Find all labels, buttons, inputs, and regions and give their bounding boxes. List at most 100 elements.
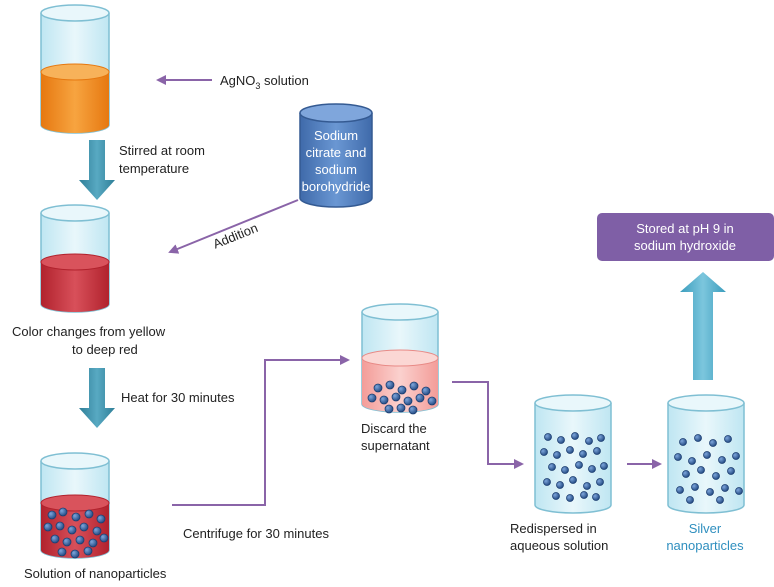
nanoparticle-dots [43, 507, 109, 559]
nanoparticle-dot [716, 496, 724, 504]
nanoparticle-dot [579, 450, 587, 458]
nanoparticle-dot [703, 451, 711, 459]
nanoparticle-dot [694, 434, 702, 442]
nanoparticle-dot [67, 525, 77, 535]
nanoparticle-dot [597, 434, 605, 442]
centrifuge-label: Centrifuge for 30 minutes [183, 526, 329, 541]
agno3-label: AgNO3 solution [220, 73, 309, 91]
nanoparticle-dot [674, 453, 682, 461]
nanoparticle-dot [686, 496, 694, 504]
storage-up-arrow [680, 272, 726, 380]
nanoparticle-dot [732, 452, 740, 460]
nanoparticle-dot [593, 447, 601, 455]
nanoparticle-dot [552, 492, 560, 500]
color-change-label-line2: to deep red [72, 342, 138, 357]
nanoparticle-dot [96, 514, 106, 524]
nanoparticle-dot [83, 546, 93, 556]
nanoparticle-dot [709, 439, 717, 447]
discard-label-line2: supernatant [361, 438, 430, 453]
nanoparticle-dot [557, 436, 565, 444]
redispersed-label-line2: aqueous solution [510, 538, 608, 553]
nanoparticle-dot [682, 470, 690, 478]
nanoparticle-dot [688, 457, 696, 465]
redisperse-arrow [452, 381, 524, 469]
nanoparticle-dot [385, 380, 395, 390]
nanoparticle-dot [397, 385, 407, 395]
nanoparticle-dot [724, 435, 732, 443]
nanoparticle-dot [84, 509, 94, 519]
settled-particle-dots [367, 380, 437, 415]
nanoparticle-dot [57, 547, 67, 557]
nanoparticle-dot [561, 466, 569, 474]
nanoparticle-dot [75, 535, 85, 545]
storage-box [597, 213, 774, 261]
nanoparticle-dot [575, 461, 583, 469]
reagent-label-line4: borohydride [302, 179, 371, 194]
nanoparticle-dot [600, 462, 608, 470]
beaker-orange [40, 4, 110, 134]
nanoparticle-dot [583, 482, 591, 490]
nanoparticle-dot [588, 465, 596, 473]
nanoparticle-dot [62, 537, 72, 547]
solution-nanoparticles-label: Solution of nanoparticles [24, 566, 167, 581]
nanoparticle-dot [585, 437, 593, 445]
nanoparticle-dot [58, 507, 68, 517]
nanoparticle-dot [718, 456, 726, 464]
teal-arrow-2 [79, 368, 115, 428]
nanoparticle-dot [566, 446, 574, 454]
beaker-nanoparticles [40, 452, 110, 559]
nanoparticle-dot [553, 451, 561, 459]
teal-arrow-1 [79, 140, 115, 200]
silver-label-line1: Silver [689, 521, 722, 536]
nanoparticle-dot [540, 448, 548, 456]
nanoparticle-dot [391, 392, 401, 402]
stirred-label-line1: Stirred at room [119, 143, 205, 158]
nanoparticle-dot [367, 393, 377, 403]
stirred-label-line2: temperature [119, 161, 189, 176]
beaker-discard [361, 303, 439, 415]
silver-label-line2: nanoparticles [666, 538, 744, 553]
nanoparticle-dot [544, 433, 552, 441]
nanoparticle-dot [691, 483, 699, 491]
nanoparticle-dot [679, 438, 687, 446]
nanoparticle-dot [566, 494, 574, 502]
discard-label-line1: Discard the [361, 421, 427, 436]
nanoparticle-dot [47, 510, 57, 520]
color-change-label-line1: Color changes from yellow [12, 324, 166, 339]
nanoparticle-dot [384, 404, 394, 414]
nanoparticle-dot [403, 396, 413, 406]
nanoparticle-dot [556, 481, 564, 489]
nanoparticle-dot [43, 522, 53, 532]
nanoparticle-dot [596, 478, 604, 486]
nanoparticle-dot [55, 521, 65, 531]
beaker-silver [667, 394, 745, 514]
nanoparticle-dot [71, 512, 81, 522]
nanoparticle-dot [706, 488, 714, 496]
reagent-label-line3: sodium [315, 162, 357, 177]
beaker-redispersed [534, 394, 612, 514]
nanoparticle-dot [409, 381, 419, 391]
beaker-red [40, 204, 110, 313]
reagent-label-line2: citrate and [306, 145, 367, 160]
nanoparticle-dot [697, 466, 705, 474]
nanoparticle-dot [70, 549, 80, 559]
nanoparticle-dot [99, 533, 109, 543]
nanoparticle-dot [571, 432, 579, 440]
nanoparticle-dot [727, 467, 735, 475]
dispersed-particle-dots [540, 432, 608, 502]
nanoparticle-dot [676, 486, 684, 494]
nanoparticle-dot [379, 395, 389, 405]
storage-label-line1: Stored at pH 9 in [636, 221, 734, 236]
nanoparticle-dot [548, 463, 556, 471]
reagent-label-line1: Sodium [314, 128, 358, 143]
nanoparticle-dot [543, 478, 551, 486]
addition-arrow [168, 199, 299, 254]
nanoparticle-dot [735, 487, 743, 495]
silver-particle-dots [674, 434, 743, 504]
nanoparticle-dot [592, 493, 600, 501]
storage-label-line2: sodium hydroxide [634, 238, 736, 253]
centrifuge-arrow [172, 355, 350, 506]
nanoparticle-dot [712, 472, 720, 480]
nanoparticle-dot [569, 476, 577, 484]
nanoparticle-dot [408, 405, 418, 415]
